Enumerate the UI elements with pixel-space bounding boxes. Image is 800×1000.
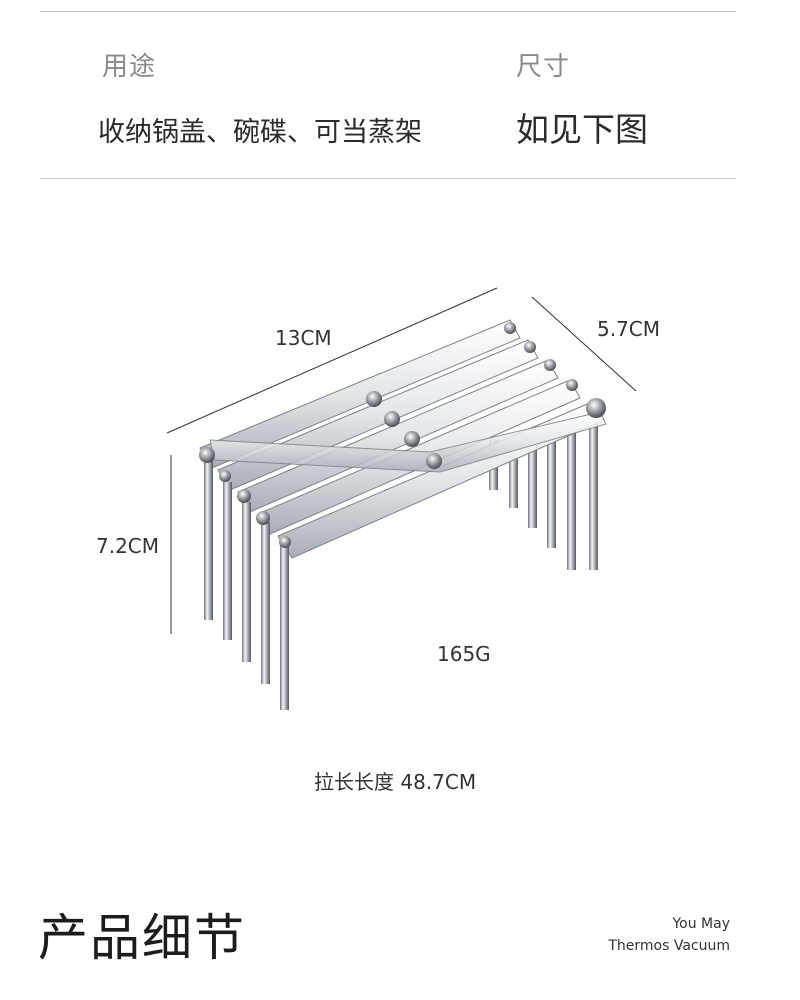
size-label: 尺寸 [516,52,571,82]
usage-value: 收纳锅盖、碗碟、可当蒸架 [98,117,422,148]
usage-label: 用途 [102,52,157,82]
size-value: 如见下图 [516,110,648,149]
width-dimension-label: 13CM [275,326,332,350]
section-title: 产品细节 [38,909,246,967]
front-rods [204,460,289,710]
extended-length-label: 拉长长度 48.7CM [314,770,477,794]
middle-divider [40,178,736,179]
width-dimension-line [166,287,498,434]
weight-label: 165G [437,642,491,666]
brand-line-1: You May [672,916,730,932]
depth-dimension-line [531,296,637,392]
brand-line-2: Thermos Vacuum [608,938,730,954]
rivets [199,322,606,548]
height-dimension-label: 7.2CM [96,534,160,558]
depth-dimension-label: 5.7CM [597,317,661,341]
top-divider [40,11,736,12]
scissor-bars [199,319,607,559]
